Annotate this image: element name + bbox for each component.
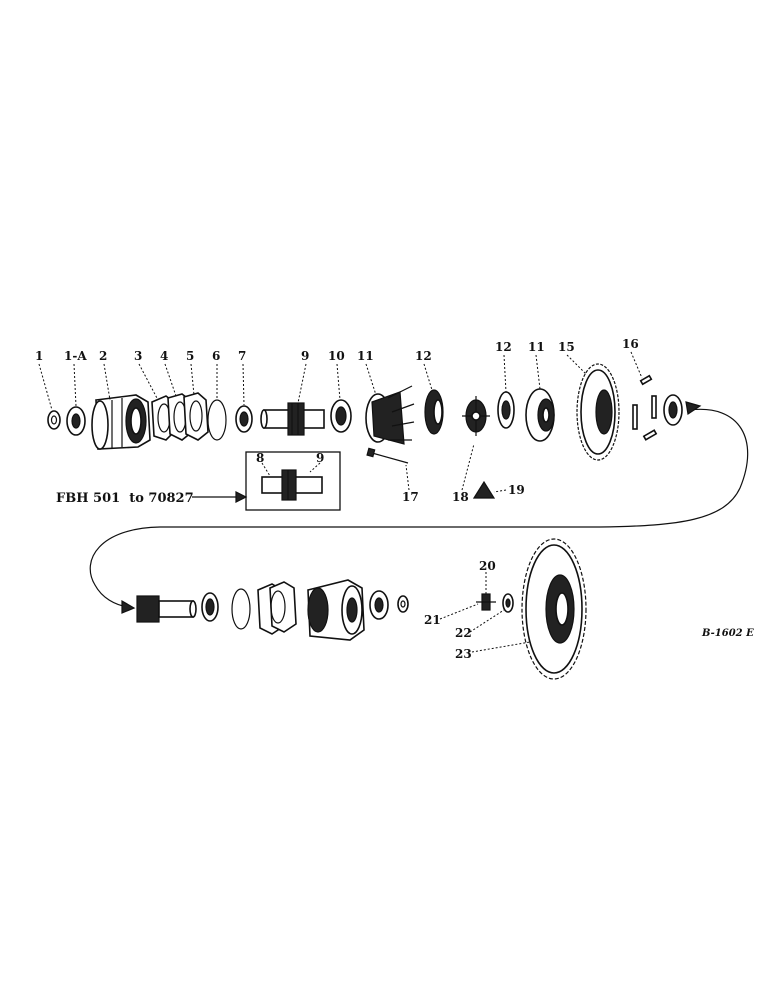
leader-lines [38, 351, 643, 653]
callout-18: 18 [452, 490, 469, 504]
callout-20: 20 [479, 559, 496, 573]
part-19-pinion [472, 480, 496, 499]
part-12-side-gear-right [497, 391, 515, 429]
callout-5: 5 [186, 349, 194, 363]
drawing-code: B-1602 E [701, 628, 754, 639]
part-16-lock-plates [632, 374, 658, 441]
serial-inset-box [245, 451, 341, 511]
callout-2: 2 [99, 349, 107, 363]
callout-7: 7 [238, 349, 246, 363]
callout-9-box: 9 [316, 451, 324, 465]
lower-pinion-shaft [136, 595, 197, 623]
part-11-case-half-right [525, 388, 555, 442]
part-18-spider [462, 396, 490, 436]
callout-1a: 1-A [64, 349, 87, 363]
callout-22: 22 [455, 626, 472, 640]
part-7-bearing [235, 405, 253, 433]
callout-labels: 1 1-A 2 3 4 5 6 7 9 10 11 12 12 11 15 16… [35, 337, 639, 661]
part-22-washer [502, 593, 514, 613]
part-12-side-gear [424, 389, 444, 435]
callout-6: 6 [212, 349, 220, 363]
callout-12-left: 12 [415, 349, 432, 363]
part-10-bearing [330, 399, 352, 433]
serial-arrow [192, 491, 248, 503]
callout-16: 16 [622, 337, 639, 351]
callout-1: 1 [35, 349, 43, 363]
part-6-o-ring [207, 399, 227, 441]
serial-range-label: FBH 501 to 70827 [56, 491, 194, 506]
callout-10: 10 [328, 349, 345, 363]
callout-11-left: 11 [357, 349, 374, 363]
callout-8-box: 8 [256, 451, 264, 465]
callout-9: 9 [301, 349, 309, 363]
part-2-housing [91, 394, 151, 450]
callout-12-right: 12 [495, 340, 512, 354]
callout-4: 4 [160, 349, 168, 363]
callout-21: 21 [424, 613, 441, 627]
part-5-shim [183, 392, 209, 441]
callout-19: 19 [508, 483, 525, 497]
lower-bearing-left [201, 592, 219, 622]
callout-3: 3 [134, 349, 142, 363]
right-bearing [663, 394, 683, 426]
callout-23: 23 [455, 647, 472, 661]
part-1-washer [47, 410, 61, 430]
callout-17: 17 [402, 490, 419, 504]
lower-shims [257, 581, 297, 635]
lower-washer [397, 595, 409, 613]
part-17-bolt [366, 447, 409, 464]
part-9-pinion-shaft [260, 402, 325, 436]
lower-bearing-right [369, 590, 389, 620]
part-11-case-half-left [365, 385, 415, 445]
part-20-bolt [476, 593, 496, 611]
callout-11-right: 11 [528, 340, 545, 354]
part-15-ring-gear [576, 363, 620, 461]
part-1a-bearing [66, 406, 86, 436]
lower-housing [307, 579, 365, 641]
callout-15: 15 [558, 340, 575, 354]
part-23-bull-gear [521, 538, 587, 680]
lower-o-ring [231, 588, 251, 630]
flow-connector [89, 401, 749, 614]
